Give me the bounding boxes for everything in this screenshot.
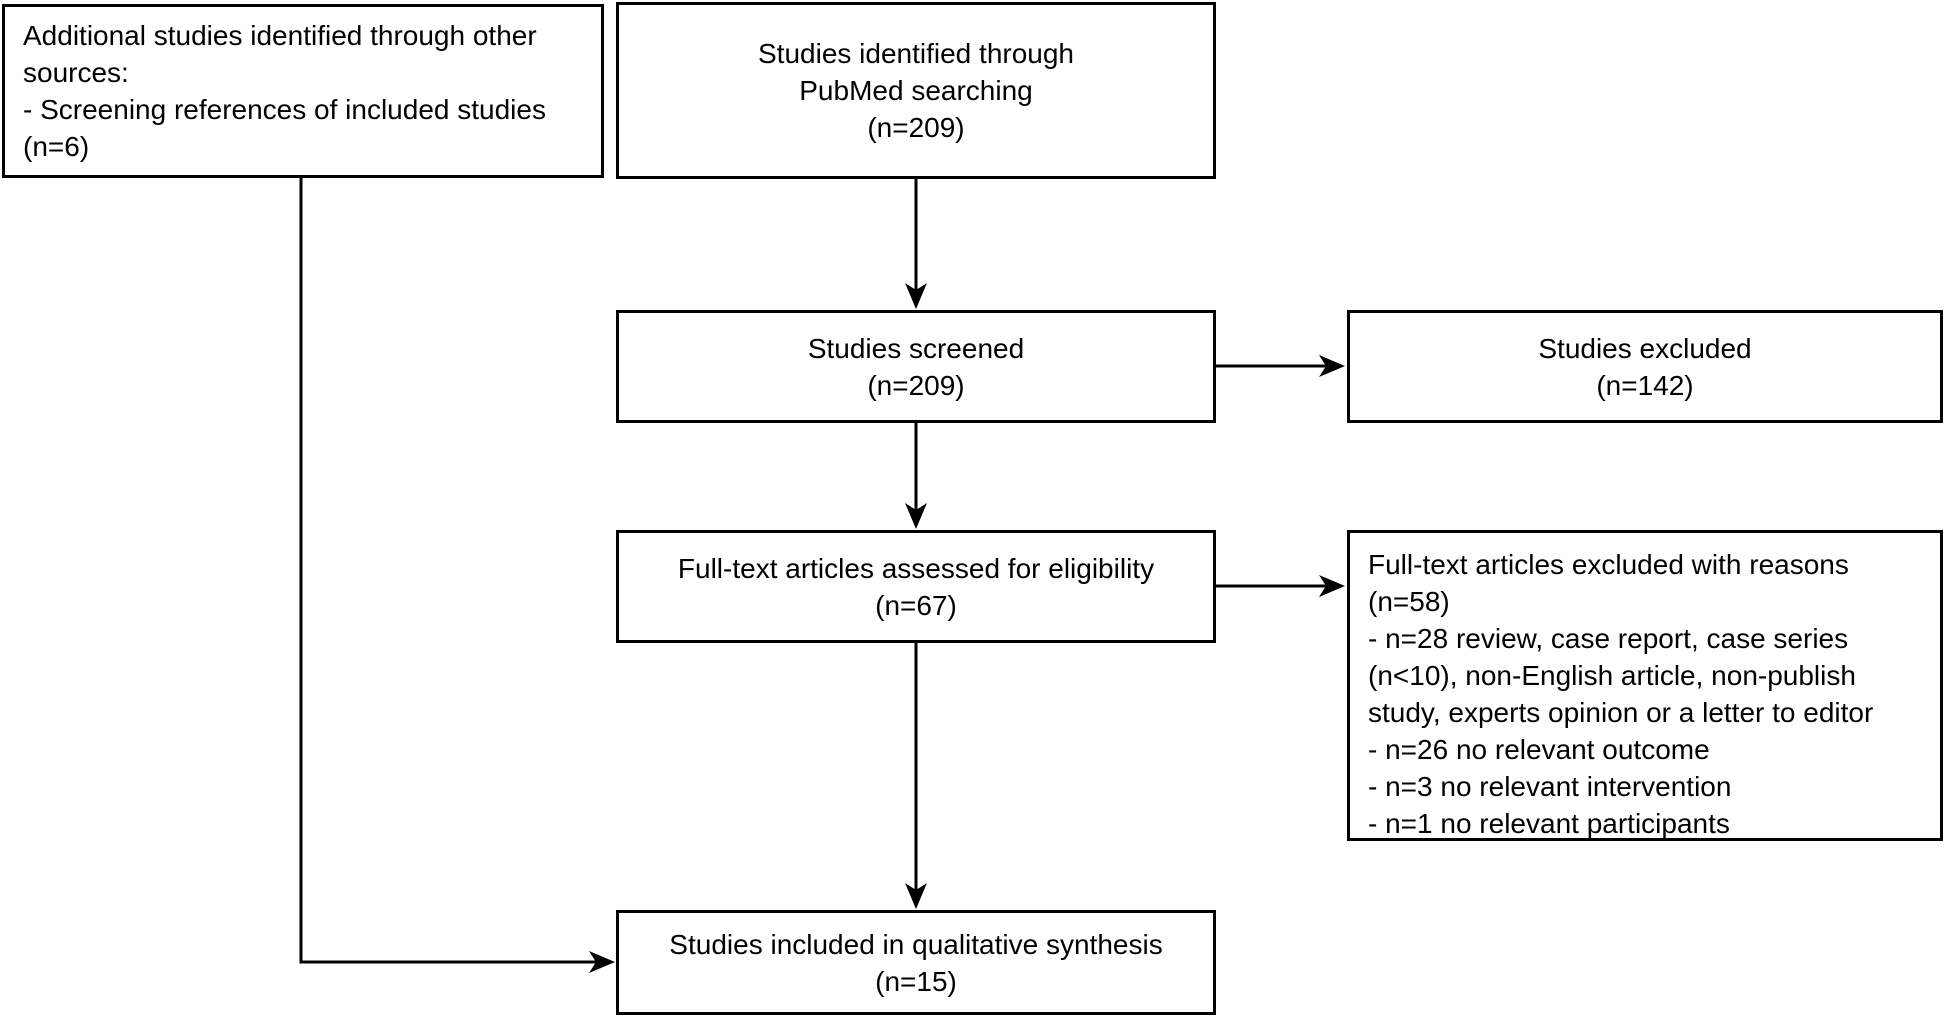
arrow-additional-to-included-line: [299, 178, 610, 964]
box-additional-sources-text: (n=6): [23, 131, 90, 162]
arrow-additional-to-included-head-icon: [589, 951, 615, 973]
arrow-screened-to-fulltext-head-icon: [905, 503, 927, 529]
box-fulltext-assessed-text: Full-text articles assessed for eligibil…: [677, 552, 1155, 584]
arrow-identified-to-screened-head-icon: [905, 283, 927, 309]
box-fulltext-excluded-text: - n=1 no relevant participants: [1368, 808, 1730, 839]
box-fulltext-excluded-text: (n=58): [1368, 586, 1450, 617]
box-fulltext-excluded-text: study, experts opinion or a letter to ed…: [1368, 697, 1874, 728]
box-excluded-text: (n=142): [1596, 369, 1694, 401]
box-pubmed-identified-text: Studies identified through: [758, 38, 1074, 69]
box-fulltext-assessed-text: (n=67): [875, 589, 957, 621]
box-included-text: (n=15): [875, 965, 957, 997]
box-pubmed-identified-text: (n=209): [867, 112, 965, 143]
box-additional-sources-text: - Screening references of included studi…: [23, 94, 546, 125]
box-excluded-text: Studies excluded: [1538, 332, 1752, 364]
arrow-fulltext-to-included-head-icon: [905, 883, 927, 909]
box-fulltext-excluded-text: - n=28 review, case report, case series: [1368, 623, 1849, 654]
box-fulltext-assessed: Full-text articles assessed for eligibil…: [616, 530, 1216, 643]
box-included-text: Studies included in qualitative synthesi…: [669, 928, 1163, 960]
box-additional-sources: Additional studies identified through ot…: [2, 4, 604, 178]
box-pubmed-identified: Studies identified through PubMed search…: [616, 2, 1216, 179]
box-fulltext-excluded-text: - n=26 no relevant outcome: [1368, 734, 1710, 765]
box-pubmed-identified-text: PubMed searching: [799, 75, 1033, 106]
box-included: Studies included in qualitative synthesi…: [616, 910, 1216, 1015]
box-fulltext-excluded-text: - n=3 no relevant intervention: [1368, 771, 1732, 802]
box-screened-text: (n=209): [867, 369, 965, 401]
box-excluded: Studies excluded (n=142): [1347, 310, 1943, 423]
box-fulltext-excluded-text: Full-text articles excluded with reasons: [1368, 549, 1849, 580]
arrow-fulltext-to-reasons-head-icon: [1319, 575, 1345, 597]
box-screened-text: Studies screened: [807, 332, 1025, 364]
box-fulltext-excluded-text: (n<10), non-English article, non-publish: [1368, 660, 1856, 691]
box-additional-sources-text: sources:: [23, 57, 129, 88]
arrow-screened-to-excluded-head-icon: [1319, 355, 1345, 377]
box-fulltext-excluded: Full-text articles excluded with reasons…: [1347, 530, 1943, 841]
box-screened: Studies screened (n=209): [616, 310, 1216, 423]
box-additional-sources-text: Additional studies identified through ot…: [23, 20, 537, 51]
